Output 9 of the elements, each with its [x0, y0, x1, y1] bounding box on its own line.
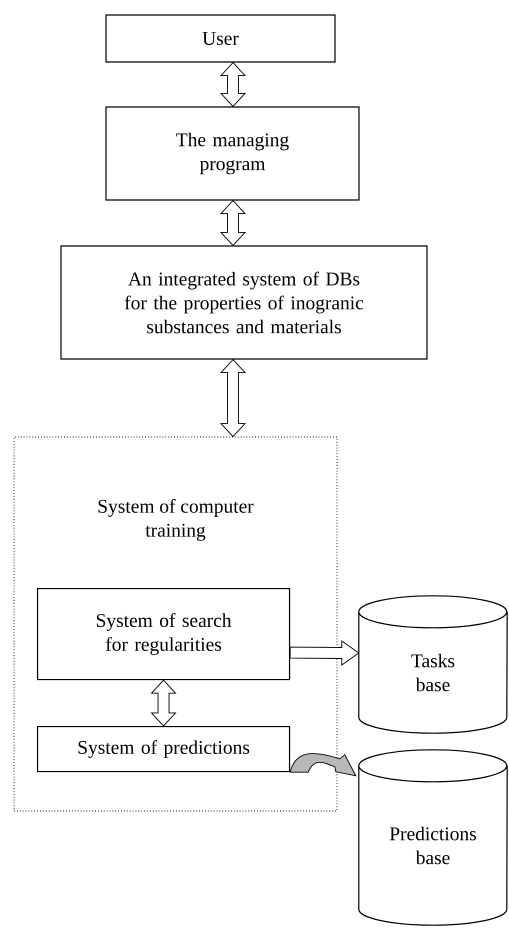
process-box: System of search for regularities — [36, 588, 290, 680]
database-cylinder: Tasks base — [358, 595, 508, 734]
process-box: The managing program — [105, 106, 360, 201]
database-cylinder: Predictions base — [358, 749, 508, 926]
process-box: User — [105, 14, 336, 63]
arrow — [290, 753, 356, 776]
arrow — [290, 640, 360, 666]
process-box: An integrated system of DBs for the properties of inogranic substances and materials — [60, 245, 428, 360]
process-box: System of predictions — [36, 726, 290, 772]
